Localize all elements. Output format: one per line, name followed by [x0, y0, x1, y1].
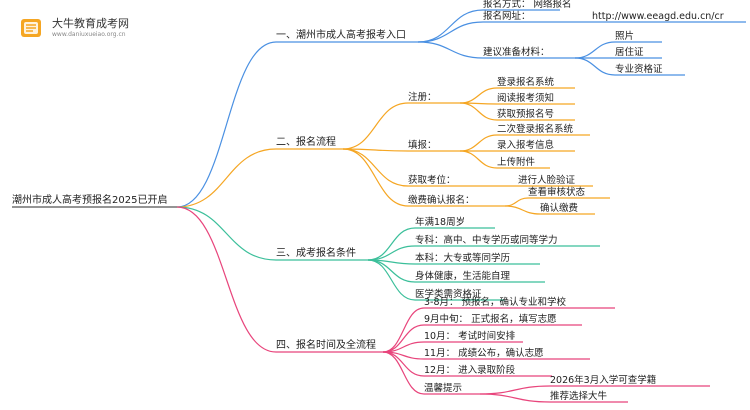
- leaf-item: 确认缴费: [540, 202, 578, 214]
- branch-4-item: 温馨提示: [424, 382, 462, 394]
- leaf-connector: [504, 197, 529, 207]
- child-connector: [342, 148, 409, 207]
- child-connector: [417, 9, 484, 43]
- branch-1-item: 建议准备材料：: [483, 46, 550, 58]
- leaf-connector: [574, 41, 616, 59]
- branch-3-item: 本科：大专或等同学历: [415, 252, 510, 264]
- leaf-connector: [459, 134, 498, 152]
- branch-2-item: 注册：: [408, 91, 437, 103]
- branch-1-item: 报名网址：: [483, 10, 531, 22]
- leaf-item: 二次登录报名系统: [497, 123, 574, 135]
- site-logo: 大牛教育成考网 www.daniuxueiao.org.cn: [18, 14, 138, 50]
- child-connector: [367, 227, 416, 261]
- branch-2-title: 二、报名流程: [276, 135, 336, 148]
- branch-connector: [176, 148, 277, 208]
- leaf-item: 查看审核状态: [528, 186, 586, 198]
- leaf-item: 推荐选择大牛: [550, 390, 608, 402]
- branch-2-item: 获取考位：: [408, 174, 456, 186]
- book-logo-icon: [21, 19, 41, 37]
- mindmap-edges: [12, 9, 746, 403]
- child-connector: [342, 102, 409, 150]
- leaf-item: 获取预报名号: [497, 108, 554, 120]
- branch-3-item: 年满18周岁: [415, 216, 465, 228]
- branch-2-item: 缴费确认报名：: [408, 194, 475, 206]
- leaf-connector: [479, 393, 551, 403]
- leaf-item: 录入报考信息: [497, 139, 554, 151]
- branch-4-title: 四、报名时间及全流程: [276, 338, 376, 351]
- child-connector: [417, 21, 484, 43]
- branch-4-item: 9月中旬： 正式报名，填写志愿: [424, 313, 557, 325]
- branch-3-item: 身体健康，生活能自理: [415, 270, 511, 282]
- branch-4-item: 3-8月： 预报名，确认专业和学校: [424, 296, 567, 308]
- root-title: 潮州市成人高考预报名2025已开启: [12, 193, 167, 206]
- logo-subtitle: www.daniuxueiao.org.cn: [52, 31, 126, 38]
- child-connector: [367, 245, 416, 261]
- mindmap-nodes: 潮州市成人高考预报名2025已开启 一、潮州市成人高考报考入口 报名方式： 网络报名…: [12, 0, 724, 402]
- leaf-connector: [459, 102, 498, 121]
- leaf-item: 照片: [615, 30, 634, 42]
- leaf-item: 进行人脸验证: [518, 174, 576, 186]
- branch-3-item: 医学类需资格证: [415, 288, 482, 300]
- logo-title: 大牛教育成考网: [52, 17, 129, 30]
- leaf-item: 2026年3月入学可查学籍: [550, 374, 656, 386]
- website-url: http://www.eeagd.edu.cn/cr: [592, 11, 724, 22]
- branch-1-item: 报名方式： 网络报名: [483, 0, 572, 10]
- leaf-item: 上传附件: [497, 156, 536, 168]
- branch-4-item: 12月： 进入录取阶段: [424, 364, 516, 376]
- child-connector: [417, 41, 484, 59]
- branch-3-title: 三、成考报名条件: [276, 246, 356, 259]
- child-connector: [382, 307, 425, 353]
- branch-connector: [176, 206, 277, 261]
- leaf-item: 登录报名系统: [497, 76, 555, 88]
- child-connector: [382, 351, 425, 395]
- leaf-item: 居住证: [615, 46, 644, 58]
- child-connector: [367, 259, 416, 301]
- leaf-connector: [459, 87, 498, 104]
- leaf-connector: [504, 205, 541, 215]
- branch-3-item: 专科：高中、中专学历或同等学力: [415, 234, 558, 246]
- branch-1-title: 一、潮州市成人高考报考入口: [276, 28, 406, 41]
- branch-connector: [176, 206, 277, 353]
- child-connector: [342, 148, 409, 152]
- leaf-connector: [574, 57, 616, 76]
- leaf-item: 阅读报考须知: [497, 92, 554, 104]
- child-connector: [342, 148, 409, 187]
- branch-4-item: 11月： 成绩公布，确认志愿: [424, 347, 544, 359]
- leaf-item: 专业资格证: [615, 63, 663, 75]
- leaf-connector: [459, 150, 498, 169]
- branch-4-item: 10月： 考试时间安排: [424, 330, 516, 342]
- branch-connector: [176, 41, 277, 208]
- branch-2-item: 填报：: [408, 139, 437, 151]
- leaf-connector: [479, 385, 551, 395]
